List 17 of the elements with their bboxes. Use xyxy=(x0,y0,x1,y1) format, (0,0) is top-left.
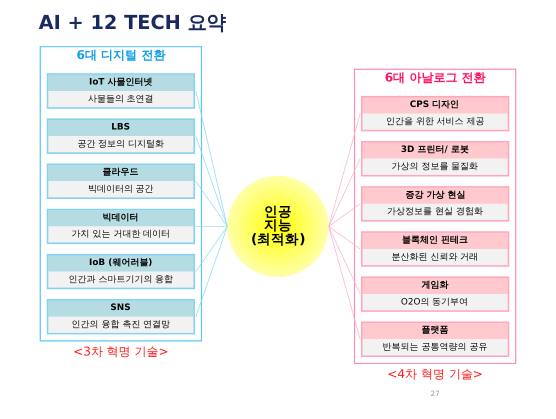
connector xyxy=(328,158,361,227)
node-label: <4차 혁명 기술> xyxy=(387,366,483,381)
connector xyxy=(195,226,228,318)
connector xyxy=(195,90,228,227)
connector xyxy=(195,136,228,227)
connector xyxy=(328,226,361,340)
diagram-title: AI + 12 TECH 요약 xyxy=(38,11,226,34)
connector xyxy=(328,204,361,227)
connector xyxy=(195,226,228,227)
label: 27 xyxy=(430,388,440,398)
node-circle: 인공 지능 (최적화) xyxy=(227,176,329,278)
connector xyxy=(328,226,361,294)
connector xyxy=(328,113,361,227)
node-label: <3차 혁명 기술> xyxy=(73,344,169,358)
connector xyxy=(195,180,228,227)
connector xyxy=(195,226,228,272)
connector xyxy=(328,226,361,250)
